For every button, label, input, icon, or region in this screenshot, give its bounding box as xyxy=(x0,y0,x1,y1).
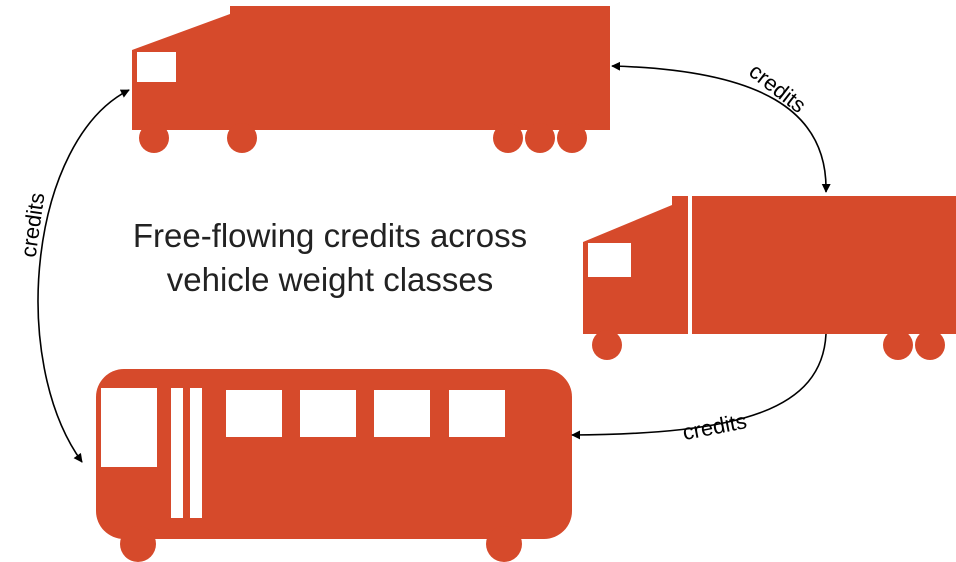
credits-label-left: credits xyxy=(16,191,50,259)
bus-icon xyxy=(96,369,572,562)
diagram-caption: Free-flowing credits across vehicle weig… xyxy=(80,214,580,302)
box-truck-icon xyxy=(583,196,956,360)
credits-label-bottom-right: credits xyxy=(680,408,748,445)
credit-arrow-bottom-right xyxy=(571,333,827,440)
caption-line-2: vehicle weight classes xyxy=(166,261,494,298)
credit-arrow-top-right xyxy=(611,61,831,193)
credits-label-top-right: credits xyxy=(744,58,810,118)
tractor-trailer-icon xyxy=(132,6,610,153)
credit-arrow-left xyxy=(37,89,130,463)
caption-line-1: Free-flowing credits across xyxy=(132,217,528,254)
